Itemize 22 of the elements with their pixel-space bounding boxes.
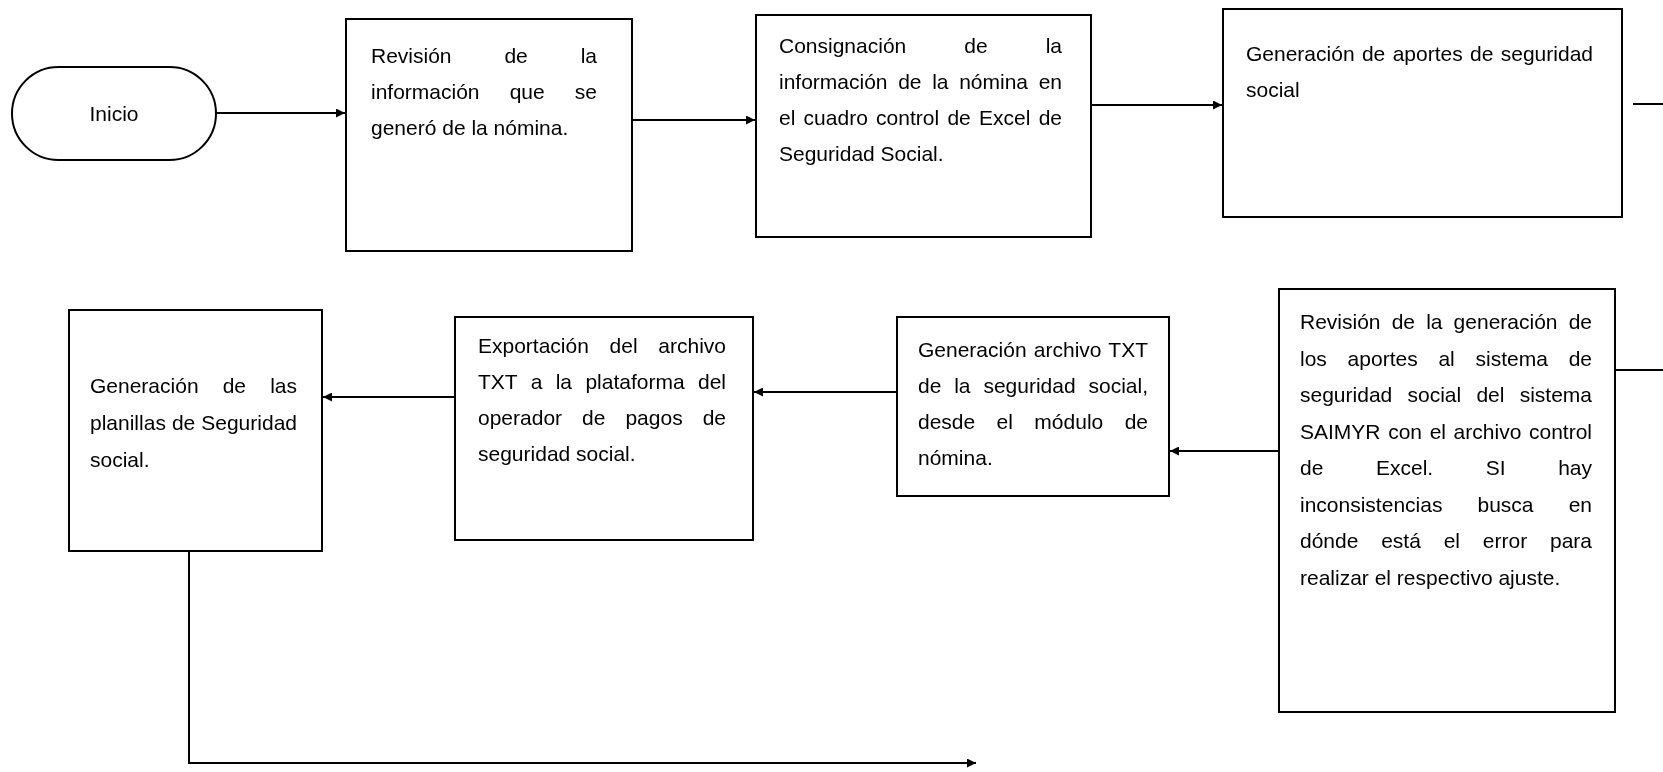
step-text: Generación de las planillas de Seguridad social. [90, 373, 297, 473]
process-box [755, 14, 1092, 238]
process-box [896, 316, 1170, 497]
arrow [322, 392, 455, 402]
step-text: Inicio [89, 100, 139, 127]
arrow [753, 387, 897, 397]
arrow [216, 108, 346, 118]
process-box [1222, 8, 1623, 218]
process-box [345, 18, 633, 252]
arrow [1091, 100, 1223, 110]
arrow [632, 115, 756, 125]
process-box [1278, 288, 1616, 713]
step-text: Generación de aportes de seguridad social [1246, 41, 1593, 103]
step-text: Consignación de la información de la nómina en el cuadro control de Excel de Seguridad Social. [779, 33, 1062, 167]
process-box [454, 316, 754, 541]
step-text: Generación archivo TXT de la seguridad social, desde el módulo de nómina. [918, 337, 1148, 471]
arrow [188, 551, 977, 768]
process-box [68, 309, 323, 552]
arrow [1169, 446, 1279, 456]
step-text: Revisión de la información que se generó de la nómina. [371, 43, 597, 141]
step-text: Exportación del archivo TXT a la plataforma del operador de pagos de seguridad social. [478, 333, 726, 467]
step-text: Revisión de la generación de los aportes al sistema de seguridad social del sistema SAIMYR con el archivo control de Excel. SI hay inconsistencias busca en dónde está el error para realizar el respectivo ajuste. [1300, 309, 1592, 591]
